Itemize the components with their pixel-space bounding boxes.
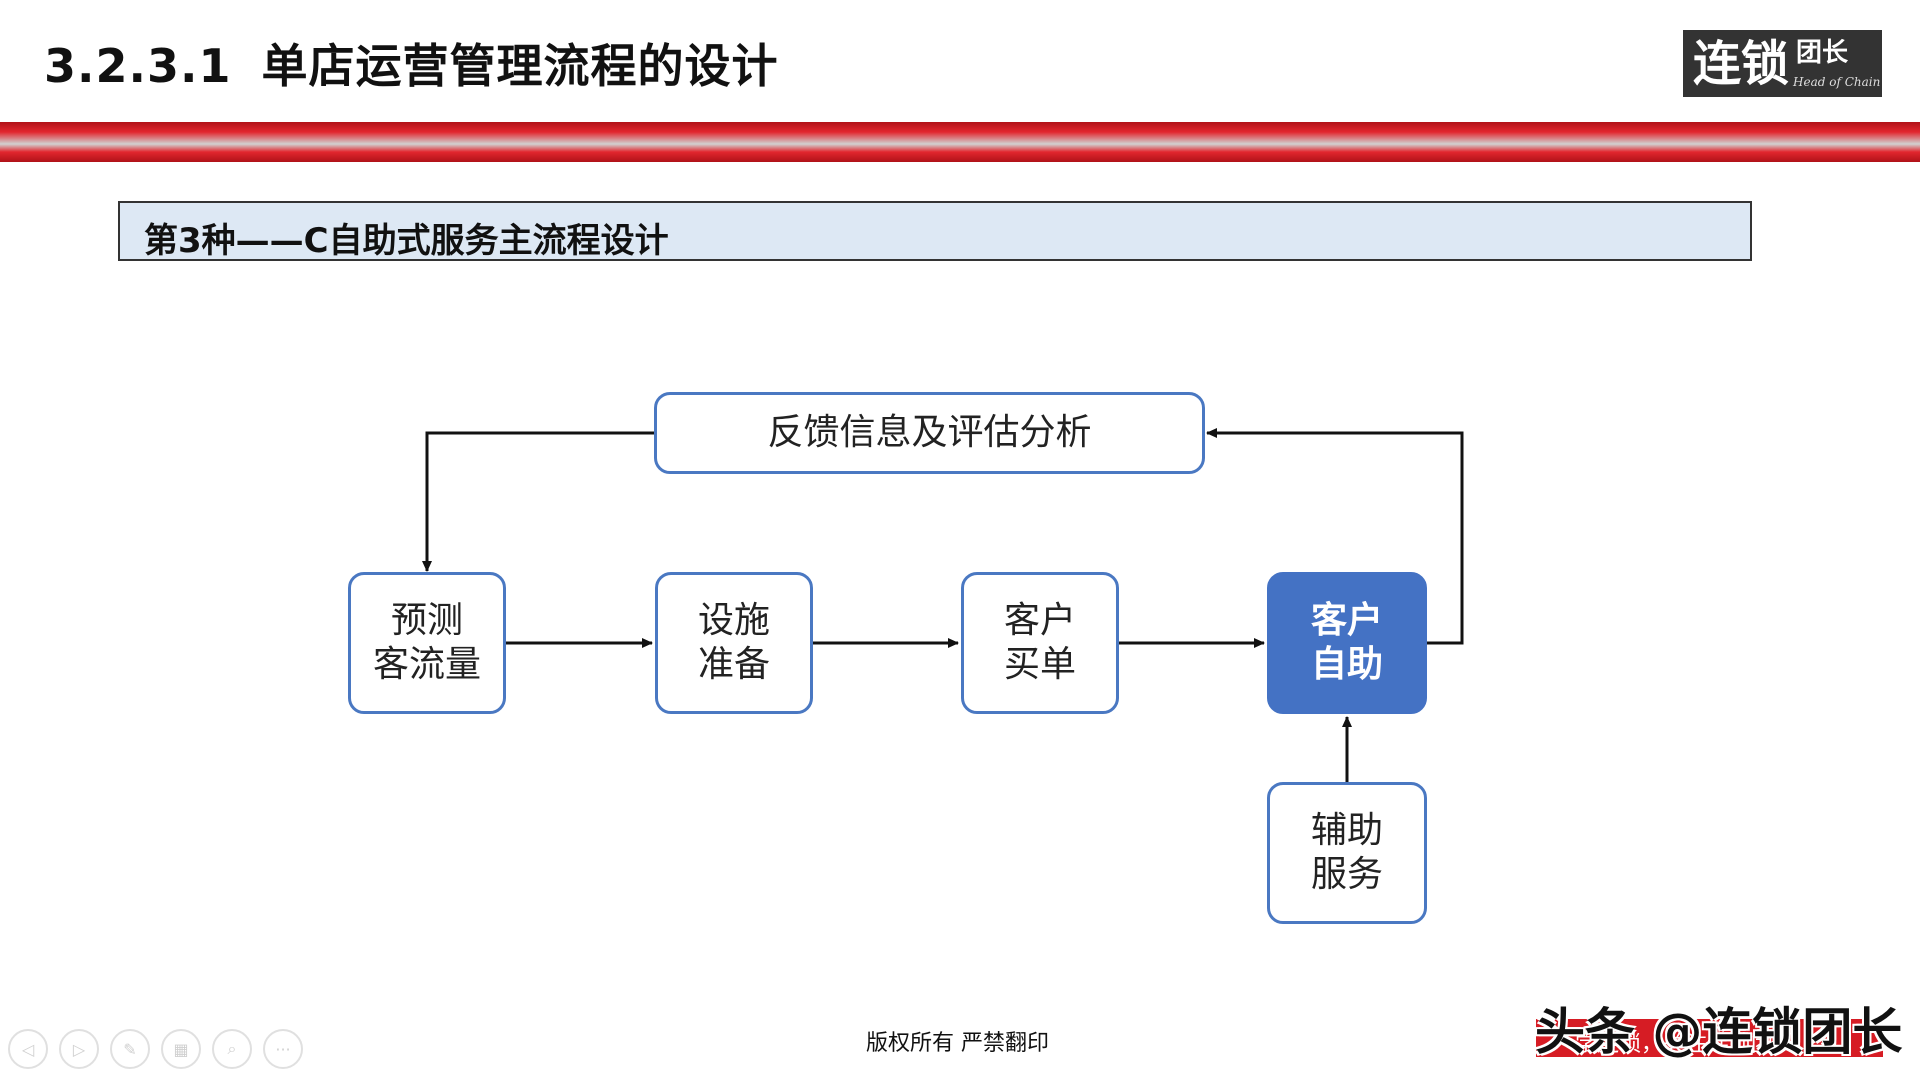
brand-logo: 连锁 团长 Head of Chain xyxy=(1683,30,1882,97)
facility-label: 设施 准备 xyxy=(697,600,770,685)
copyright-notice: 版权所有 严禁翻印 xyxy=(866,1031,1049,1056)
purchase-label: 客户 买单 xyxy=(1003,600,1076,685)
forecast-traffic-box: 预测 客流量 xyxy=(348,572,506,714)
arrow-feedback-to-forecast xyxy=(422,431,656,572)
assist-service-box: 辅助 服务 xyxy=(1267,782,1427,924)
feedback-label: 反馈信息及评估分析 xyxy=(767,412,1092,453)
watermark-subtext: 学连锁，关注连锁团长 xyxy=(1575,1032,1796,1057)
assist-label: 辅助 服务 xyxy=(1310,810,1383,895)
section-heading: 第3种——C自助式服务主流程设计 xyxy=(144,221,669,261)
feedback-analysis-box: 反馈信息及评估分析 xyxy=(654,392,1205,474)
prev-icon[interactable]: ◁ xyxy=(8,1029,48,1069)
zoom-icon[interactable]: ⌕ xyxy=(212,1029,252,1069)
slide-nav-bar: ◁ ▷ ✎ ▦ ⌕ ··· xyxy=(8,1029,303,1069)
customer-purchase-box: 客户 买单 xyxy=(961,572,1119,714)
customer-selfservice-box: 客户 自助 xyxy=(1267,572,1427,714)
pen-icon[interactable]: ✎ xyxy=(110,1029,150,1069)
section-number: 3.2.3.1 xyxy=(44,39,232,93)
section-heading-bar: 第3种——C自助式服务主流程设计 xyxy=(118,201,1752,261)
facility-prep-box: 设施 准备 xyxy=(655,572,813,714)
watermark-text: 头条 @连锁团长 xyxy=(1535,1003,1903,1061)
selfservice-label: 客户 自助 xyxy=(1310,600,1383,685)
slides-icon[interactable]: ▦ xyxy=(161,1029,201,1069)
title-text: 单店运营管理流程的设计 xyxy=(261,39,779,93)
forecast-label: 预测 客流量 xyxy=(372,600,481,685)
logo-english-text: Head of Chain xyxy=(1793,75,1881,89)
watermark-red-strip xyxy=(1536,1019,1883,1057)
page-title: 3.2.3.1 单店运营管理流程的设计 xyxy=(44,30,778,96)
logo-main-text: 连锁 xyxy=(1693,36,1790,92)
more-icon[interactable]: ··· xyxy=(263,1029,303,1069)
next-icon[interactable]: ▷ xyxy=(59,1029,99,1069)
header-red-band xyxy=(0,122,1920,162)
arrow-selfservice-to-feedback xyxy=(1206,428,1464,645)
logo-side-text: 团长 xyxy=(1796,38,1849,68)
